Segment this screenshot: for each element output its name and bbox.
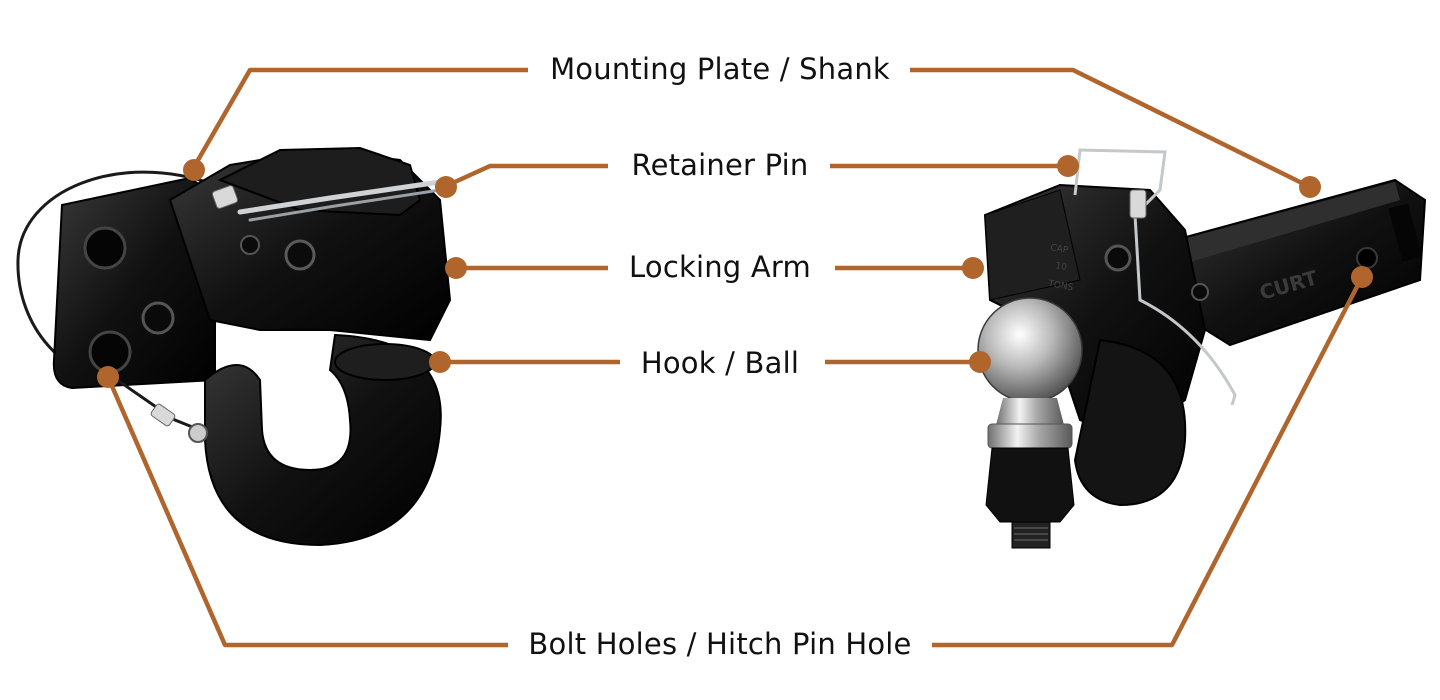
label-mounting-plate: Mounting Plate / Shank — [550, 52, 890, 86]
pintle-hook-icon — [16, 146, 452, 547]
label-bolt-holes: Bolt Holes / Hitch Pin Hole — [528, 627, 912, 661]
label-hook-ball: Hook / Ball — [640, 346, 800, 380]
leader-bolt-holes-left — [105, 376, 508, 648]
dot-locking-arm-left — [445, 257, 467, 279]
dot-mounting-plate-right — [1299, 176, 1321, 198]
leader-retainer-pin-left — [445, 163, 608, 189]
leader-bolt-holes-right — [932, 275, 1364, 648]
dot-retainer-pin-left — [435, 176, 457, 198]
label-retainer-pin: Retainer Pin — [631, 148, 809, 182]
dot-bolt-holes-right — [1351, 266, 1373, 288]
leader-mounting-plate-right — [910, 67, 1311, 190]
dot-hook-ball-right — [969, 351, 991, 373]
dot-hook-ball-left — [429, 351, 451, 373]
dot-bolt-holes-left — [97, 366, 119, 388]
dot-mounting-plate-left — [183, 159, 205, 181]
svg-text:TONS: TONS — [1046, 279, 1074, 293]
pintle-ball-combination-icon: CURT CAP 10 TONS — [977, 148, 1427, 549]
leader-mounting-plate-left — [192, 67, 528, 169]
leader-dots — [97, 155, 1373, 388]
dot-locking-arm-right — [962, 257, 984, 279]
label-locking-arm: Locking Arm — [629, 250, 811, 284]
svg-text:CAP: CAP — [1049, 243, 1069, 256]
svg-text:10: 10 — [1054, 261, 1067, 273]
leader-lines — [105, 67, 1364, 648]
dot-retainer-pin-right — [1057, 155, 1079, 177]
